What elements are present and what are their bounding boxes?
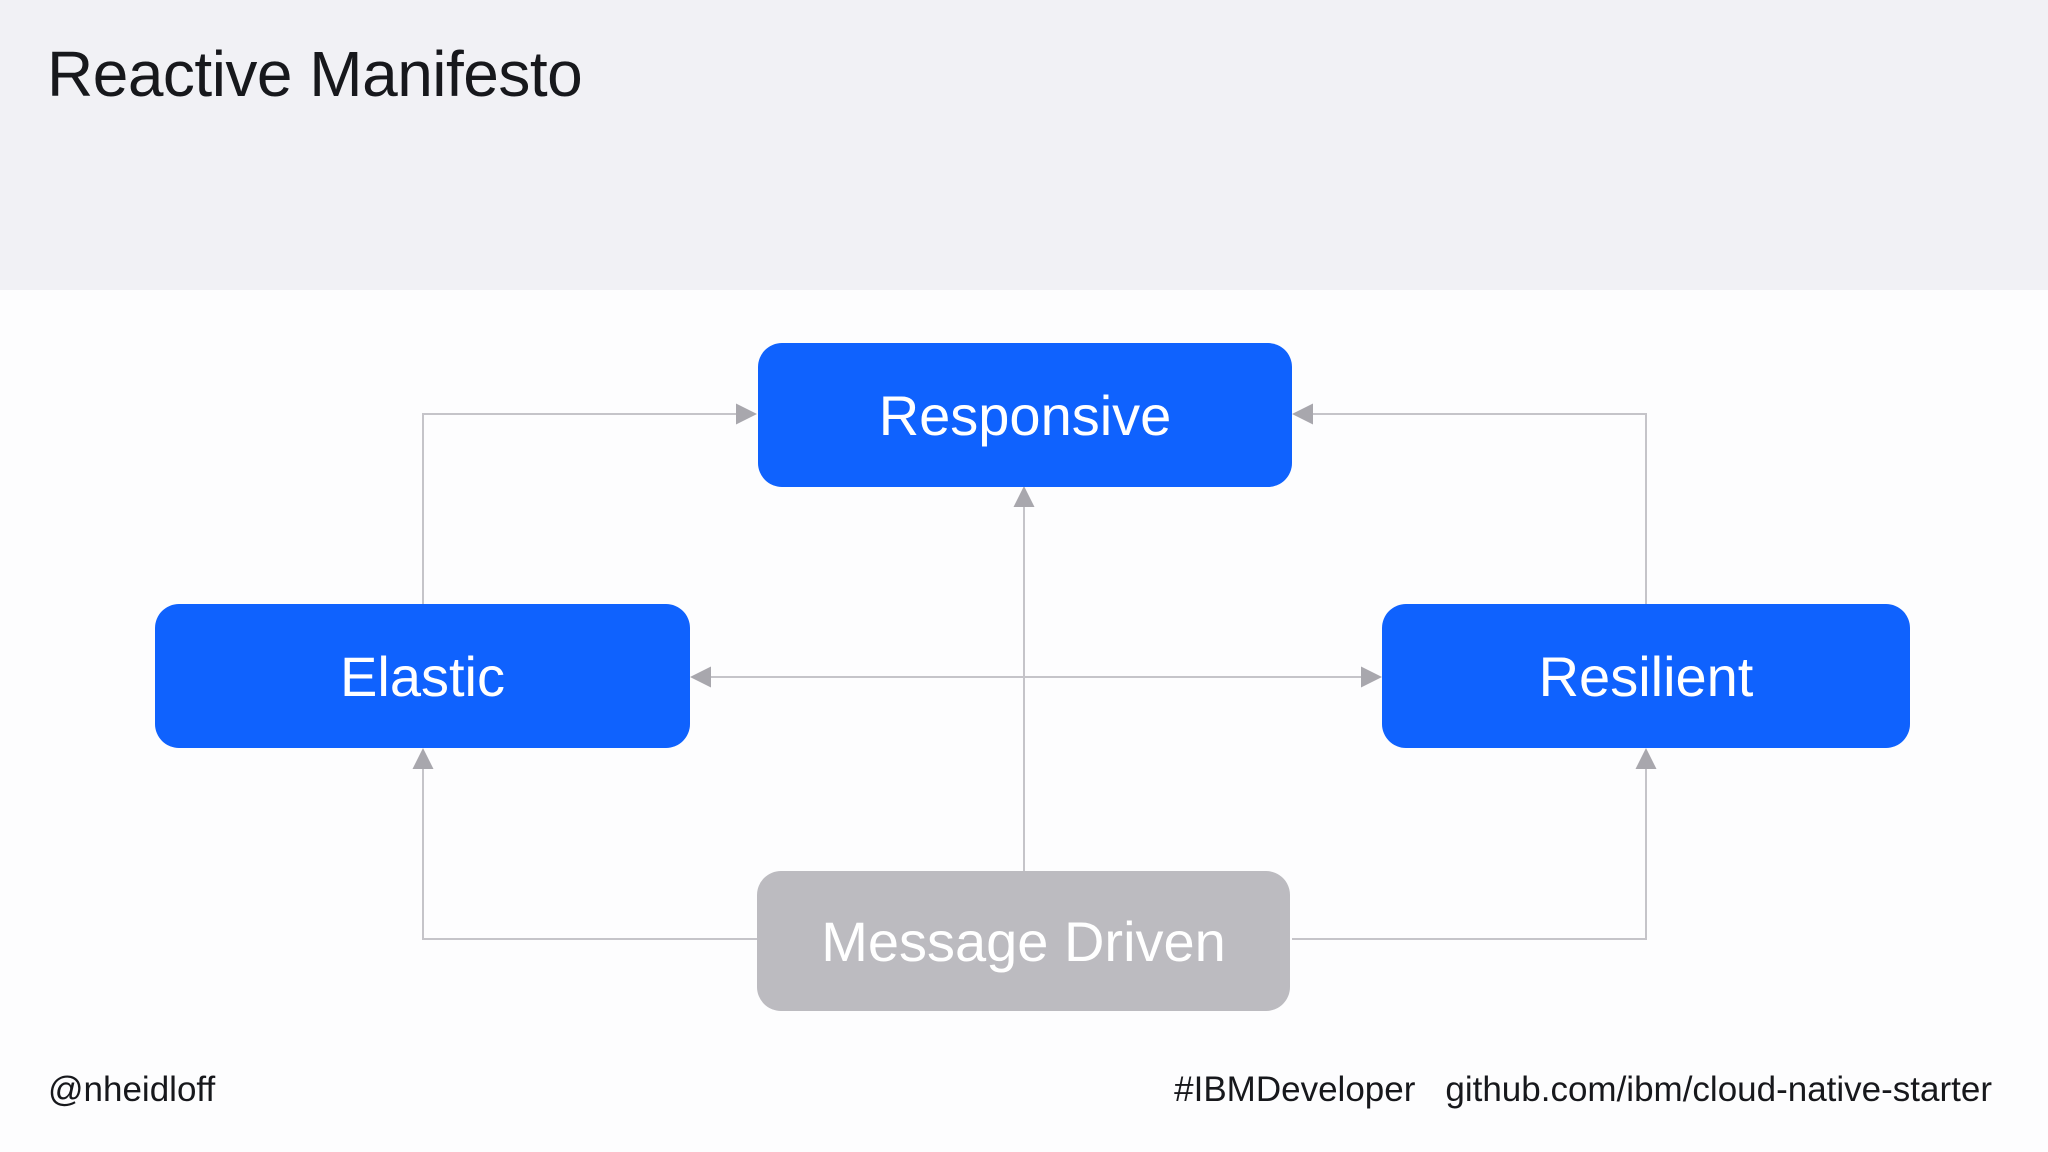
footer-twitter-handle: @nheidloff xyxy=(48,1070,216,1109)
header-band: Reactive Manifesto xyxy=(0,0,2048,290)
edge-elastic-resilient-bidirectional xyxy=(690,666,1382,688)
node-message-driven: Message Driven xyxy=(757,871,1290,1011)
edge-message-driven-to-elastic xyxy=(412,748,757,940)
node-resilient-label: Resilient xyxy=(1538,644,1754,708)
footer: @nheidloff #IBMDeveloper github.com/ibm/… xyxy=(0,1068,2048,1116)
node-resilient: Resilient xyxy=(1382,604,1910,748)
node-elastic: Elastic xyxy=(155,604,690,748)
edge-message-driven-to-responsive xyxy=(1013,486,1035,871)
diagram-canvas: Responsive Elastic Resilient Message Dri… xyxy=(0,290,2048,1050)
node-responsive: Responsive xyxy=(758,343,1292,487)
edge-resilient-to-responsive xyxy=(1292,403,1647,604)
footer-repo-url: github.com/ibm/cloud-native-starter xyxy=(1445,1070,1992,1109)
footer-right-group: #IBMDeveloper github.com/ibm/cloud-nativ… xyxy=(1174,1070,1992,1110)
node-responsive-label: Responsive xyxy=(878,383,1172,447)
edge-elastic-to-responsive xyxy=(422,403,757,604)
footer-hashtag: #IBMDeveloper xyxy=(1174,1070,1416,1109)
page-title: Reactive Manifesto xyxy=(47,38,583,110)
node-message-driven-label: Message Driven xyxy=(821,909,1226,973)
node-elastic-label: Elastic xyxy=(340,644,505,708)
edge-message-driven-to-resilient xyxy=(1292,748,1657,940)
